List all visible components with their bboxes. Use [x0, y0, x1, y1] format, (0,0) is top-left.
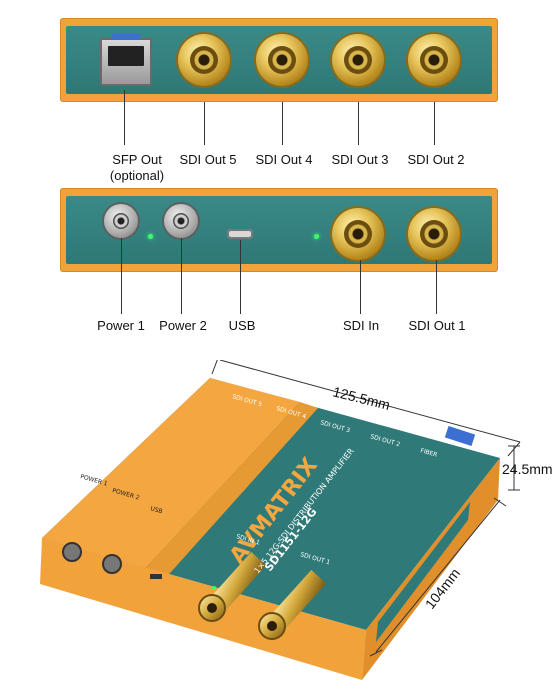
power-2-connector: [164, 204, 198, 238]
leader-line: [240, 240, 241, 314]
leader-line: [181, 238, 182, 314]
led-indicator: [314, 234, 319, 239]
label-sdi-in: SDI In: [342, 318, 380, 333]
front-led: [212, 586, 216, 590]
sfp-port: [100, 34, 152, 86]
sdi-out-3-connector: [332, 34, 384, 86]
sdi-out-1-bnc: [258, 570, 327, 640]
dim-height-label: 24.5mm: [502, 461, 553, 477]
label-power-2: Power 2: [159, 318, 207, 333]
bottom-panel: [60, 188, 498, 272]
device-top-orange: [42, 378, 300, 574]
device-side-vent: [376, 502, 470, 642]
sdi-out-2-connector: [408, 34, 460, 86]
leader-line: [434, 102, 435, 145]
dim-line-depth: [375, 499, 501, 653]
label-sfp-optional: (optional): [109, 168, 165, 183]
power-2-jack: [102, 554, 122, 574]
port-label-usb: USB: [149, 505, 163, 515]
port-label-fiber: FIBER: [419, 447, 438, 458]
led-indicator: [148, 234, 153, 239]
usb-jack: [150, 574, 162, 579]
label-sdi-out-2: SDI Out 2: [407, 152, 465, 167]
sdi-out-4-connector: [256, 34, 308, 86]
dim-tick: [211, 360, 218, 375]
dim-length-label: 125.5mm: [331, 383, 391, 413]
device-illustration: AVMATRIX SD1151-12G 1×5 12G-SDI DISTRIBU…: [40, 360, 553, 680]
label-sdi-out-3: SDI Out 3: [331, 152, 389, 167]
power-1-connector: [104, 204, 138, 238]
device-top-orange-band: [140, 402, 318, 582]
dim-tick: [369, 649, 383, 657]
leader-line: [282, 102, 283, 145]
leader-line: [124, 90, 125, 145]
port-label-power-1: POWER 1: [79, 473, 108, 487]
sdi-in-bnc: [198, 552, 267, 622]
sdi-out-1-connector: [408, 208, 460, 260]
sfp-module: [444, 425, 476, 447]
usb-port: [227, 229, 253, 239]
label-sdi-out-5: SDI Out 5: [179, 152, 237, 167]
sdi-out-5-connector: [178, 34, 230, 86]
sdi-in-connector: [332, 208, 384, 260]
leader-line: [360, 260, 361, 314]
power-1-jack: [62, 542, 82, 562]
leader-line: [436, 260, 437, 314]
leader-line: [358, 102, 359, 145]
top-panel: [60, 18, 498, 102]
label-usb: USB: [228, 318, 256, 333]
leader-line: [204, 102, 205, 145]
label-sdi-out-1: SDI Out 1: [408, 318, 466, 333]
label-sfp-out: SFP Out: [112, 152, 162, 167]
leader-line: [121, 238, 122, 314]
dim-line-length: [219, 360, 521, 443]
dim-tick: [493, 497, 507, 507]
label-power-1: Power 1: [97, 318, 145, 333]
label-sdi-out-4: SDI Out 4: [255, 152, 313, 167]
